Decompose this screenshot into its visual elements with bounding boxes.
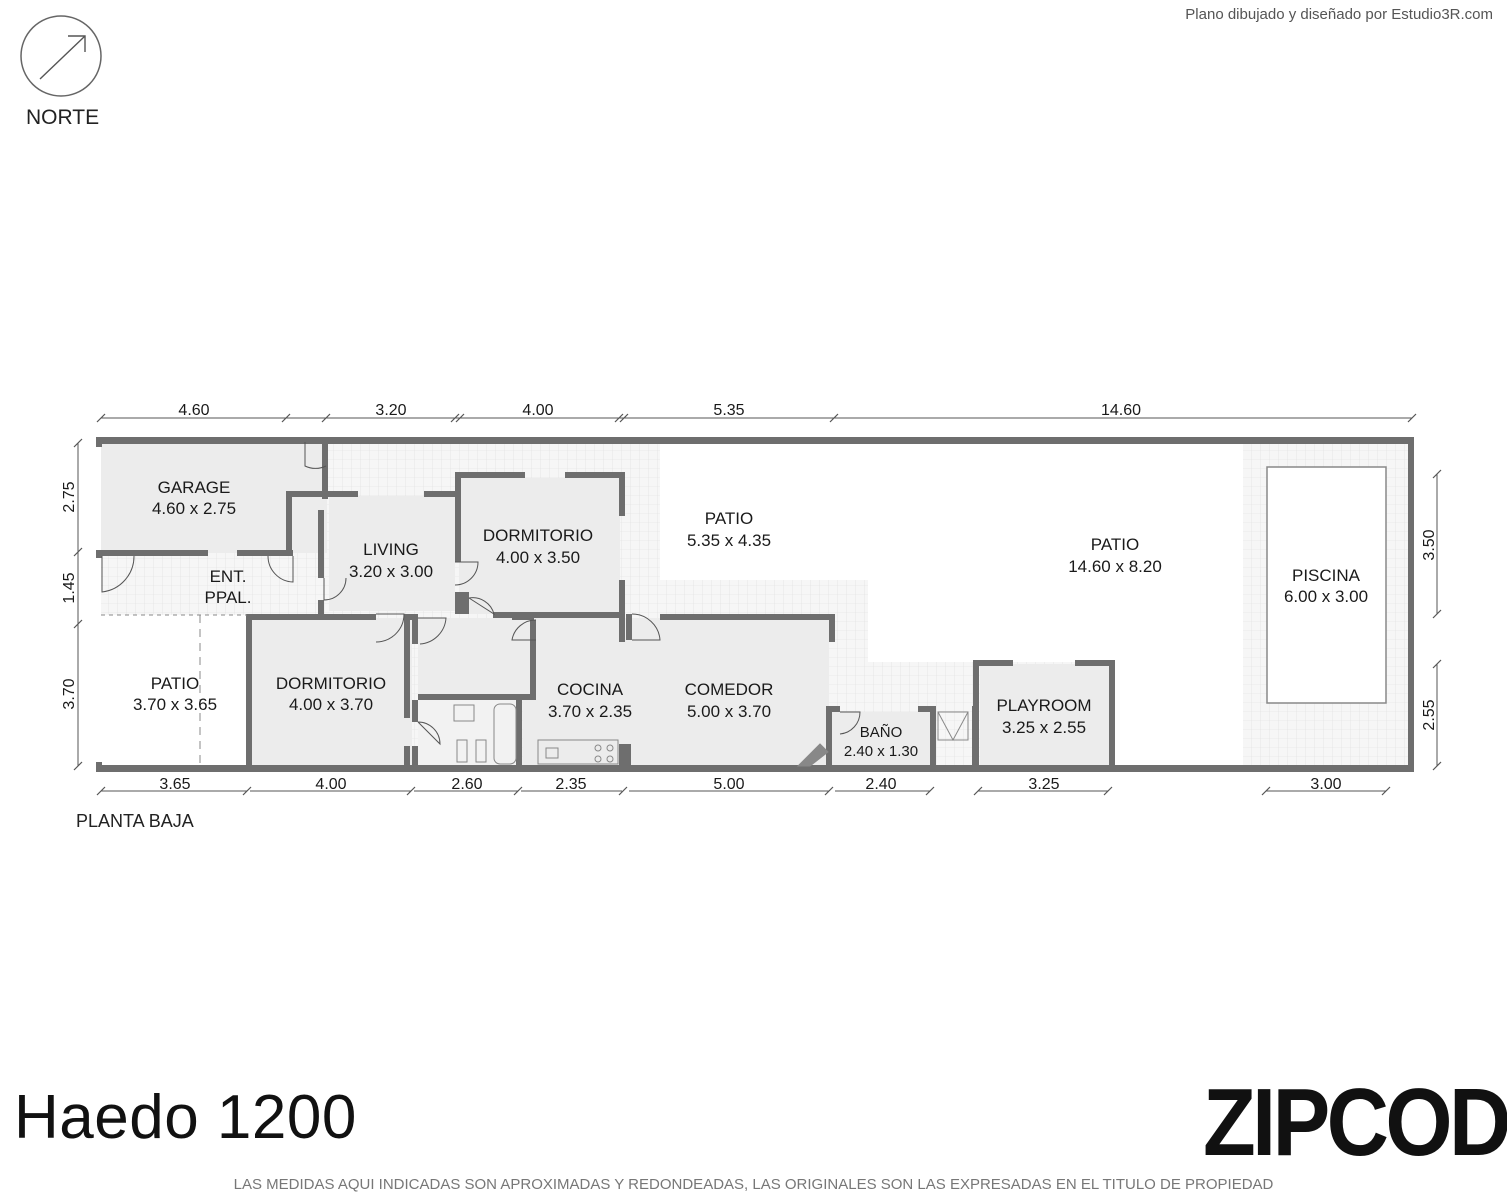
stove-burner-icon bbox=[594, 744, 602, 752]
dim-bottom-4: 2.35 bbox=[555, 776, 586, 793]
room-name-patio-1: PATIO bbox=[705, 509, 754, 528]
room-size-comedor: 5.00 x 3.70 bbox=[687, 702, 771, 721]
dim-top-3: 4.00 bbox=[522, 402, 553, 419]
north-label: NORTE bbox=[26, 106, 100, 129]
room-size-playroom: 3.25 x 2.55 bbox=[1002, 718, 1086, 737]
dim-bottom-7: 3.25 bbox=[1028, 776, 1059, 793]
dim-bottom-6: 2.40 bbox=[865, 776, 896, 793]
sink-icon bbox=[453, 704, 475, 722]
dim-bottom-1: 3.65 bbox=[159, 776, 190, 793]
room-size-bano: 2.40 x 1.30 bbox=[844, 743, 918, 760]
dimension-ticks bbox=[73, 413, 1442, 796]
room-name-piscina: PISCINA bbox=[1292, 566, 1361, 585]
door-swings bbox=[101, 442, 861, 746]
room-size-piscina: 6.00 x 3.00 bbox=[1284, 587, 1368, 606]
sheet-label: PLANTA BAJA bbox=[76, 811, 194, 831]
pool-outline bbox=[1266, 466, 1387, 704]
address-title: Haedo 1200 bbox=[14, 1083, 357, 1152]
dimension-lines bbox=[77, 417, 1438, 792]
kitchen-sink-icon bbox=[545, 747, 559, 759]
room-name-garage: GARAGE bbox=[158, 478, 231, 497]
room-size-patio-1: 5.35 x 4.35 bbox=[687, 531, 771, 550]
dim-top-2: 3.20 bbox=[375, 402, 406, 419]
room-name-living: LIVING bbox=[363, 540, 419, 559]
room-size-living: 3.20 x 3.00 bbox=[349, 562, 433, 581]
room-name-comedor: COMEDOR bbox=[685, 680, 774, 699]
dim-right-1: 3.50 bbox=[1421, 529, 1438, 560]
room-name-patio-2: PATIO bbox=[1091, 535, 1140, 554]
dim-left-1: 2.75 bbox=[61, 481, 78, 512]
stair-icon bbox=[796, 743, 829, 767]
room-labels: GARAGE 4.60 x 2.75 ENT. PPAL. LIVING 3.2… bbox=[133, 478, 1368, 760]
dim-left-3: 3.70 bbox=[61, 678, 78, 709]
dim-bottom-3: 2.60 bbox=[451, 776, 482, 793]
kitchen-counter-icon bbox=[537, 739, 619, 765]
room-size-dormitorio-2: 4.00 x 3.70 bbox=[289, 695, 373, 714]
bidet-icon bbox=[475, 739, 487, 763]
disclaimer-text: LAS MEDIDAS AQUI INDICADAS SON APROXIMAD… bbox=[233, 1176, 1274, 1193]
brand-logo: ZIPCODE bbox=[1203, 1069, 1507, 1176]
room-name-bano: BAÑO bbox=[860, 724, 903, 741]
room-name-dormitorio-1: DORMITORIO bbox=[483, 526, 593, 545]
room-size-dormitorio-1: 4.00 x 3.50 bbox=[496, 548, 580, 567]
room-size-garage: 4.60 x 2.75 bbox=[152, 499, 236, 518]
room-name-ent: ENT. bbox=[210, 567, 247, 586]
dim-left-2: 1.45 bbox=[61, 572, 78, 603]
dim-top-5: 14.60 bbox=[1101, 402, 1141, 419]
north-arrow-icon bbox=[20, 15, 102, 97]
credit-text: Plano dibujado y diseñado por Estudio3R.… bbox=[1185, 6, 1493, 23]
room-size-ent: PPAL. bbox=[205, 588, 252, 607]
room-name-patio-3: PATIO bbox=[151, 674, 200, 693]
dim-bottom-8: 3.00 bbox=[1310, 776, 1341, 793]
room-size-cocina: 3.70 x 2.35 bbox=[548, 702, 632, 721]
dim-top-4: 5.35 bbox=[713, 402, 744, 419]
room-size-patio-2: 14.60 x 8.20 bbox=[1068, 557, 1162, 576]
room-size-patio-3: 3.70 x 3.65 bbox=[133, 695, 217, 714]
dim-bottom-5: 5.00 bbox=[713, 776, 744, 793]
dim-top-1: 4.60 bbox=[178, 402, 209, 419]
toilet-icon bbox=[456, 739, 468, 763]
room-name-playroom: PLAYROOM bbox=[996, 696, 1091, 715]
bathtub-icon bbox=[493, 703, 517, 765]
room-name-cocina: COCINA bbox=[557, 680, 624, 699]
dimension-labels: 4.60 3.20 4.00 5.35 14.60 3.65 4.00 2.60… bbox=[61, 402, 1438, 793]
fixtures bbox=[101, 614, 969, 767]
dim-bottom-2: 4.00 bbox=[315, 776, 346, 793]
walls bbox=[96, 437, 1414, 772]
dim-right-2: 2.55 bbox=[1421, 699, 1438, 730]
room-name-dormitorio-2: DORMITORIO bbox=[276, 674, 386, 693]
